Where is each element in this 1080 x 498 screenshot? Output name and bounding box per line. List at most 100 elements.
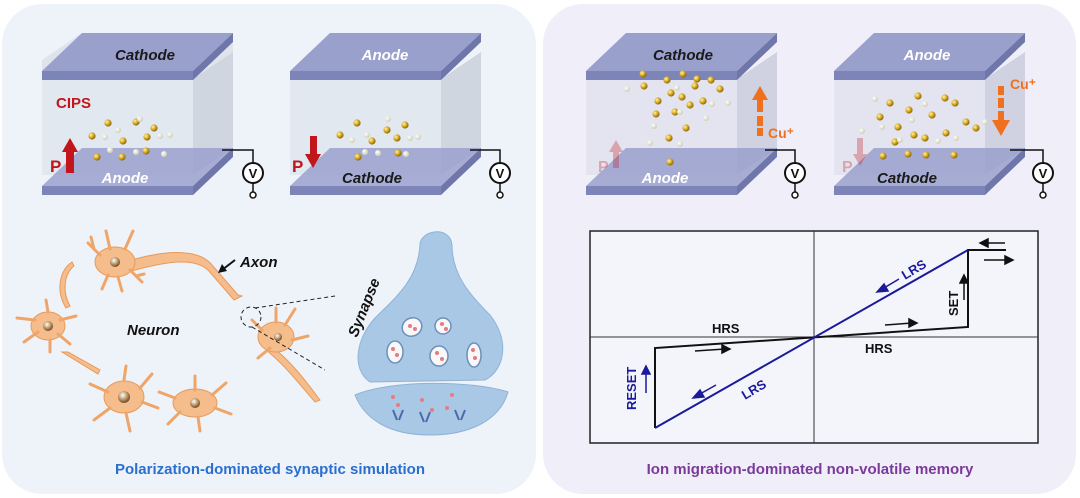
ion-particle (104, 119, 112, 127)
label-neuron: Neuron (127, 322, 180, 339)
svg-text:V: V (249, 166, 258, 181)
device-left-2 (290, 33, 481, 195)
ion-particle (364, 132, 370, 138)
label-hrs-left: HRS (712, 321, 740, 336)
ion-particle (119, 137, 127, 145)
label-hrs-right: HRS (865, 341, 893, 356)
voltmeter-icon: V (222, 149, 264, 199)
ion-particle (665, 134, 673, 142)
ion-up-arrow (752, 86, 768, 136)
ion-particle (876, 113, 884, 121)
ion-particle (362, 149, 368, 155)
ion-particle (336, 131, 344, 139)
ion-particle (654, 97, 662, 105)
top-electrode (42, 33, 233, 71)
ion-particle (859, 128, 865, 134)
label-cu-ion-r2: Cu⁺ (1010, 76, 1036, 92)
label-set: SET (946, 291, 961, 316)
ion-particle (716, 85, 724, 93)
ion-particle (910, 131, 918, 139)
svg-text:V: V (791, 166, 800, 181)
label-cathode-top-r1: Cathode (653, 47, 713, 64)
ion-particle (897, 137, 903, 143)
label-cips: CIPS (56, 95, 91, 112)
ion-particle (401, 121, 409, 129)
ion-particle (972, 124, 980, 132)
label-axon: Axon (239, 254, 278, 271)
ion-particle (393, 134, 401, 142)
ion-particle (88, 132, 96, 140)
ion-particle (693, 75, 701, 83)
neuron-network (15, 229, 321, 433)
ion-particle (725, 100, 731, 106)
ion-particle (905, 106, 913, 114)
ion-particle (133, 149, 139, 155)
label-cathode-top-l1: Cathode (115, 47, 175, 64)
ion-particle (709, 101, 715, 107)
ion-particle (922, 151, 930, 159)
ion-particle (354, 153, 362, 161)
ion-particle (904, 150, 912, 158)
label-anode-top-r2: Anode (903, 47, 951, 64)
synapse-zoom-lines (240, 295, 336, 371)
svg-text:P: P (842, 159, 853, 176)
device-left-1 (42, 33, 233, 195)
ion-particle (703, 115, 709, 121)
label-anode-bottom-l1: Anode (101, 170, 149, 187)
ion-particle (909, 117, 915, 123)
ion-particle (935, 138, 941, 144)
ion-particle (677, 141, 683, 147)
voltmeter-icon: V (470, 149, 511, 199)
ion-particle (928, 111, 936, 119)
label-p-l1: P (50, 157, 61, 176)
voltmeter-icon: V (765, 149, 806, 199)
ion-particle (707, 76, 715, 84)
right-panel-caption: Ion migration-dominated non-volatile mem… (646, 461, 974, 478)
ion-particle (663, 76, 671, 84)
ion-particle (982, 119, 988, 125)
polarization-down-arrow (305, 136, 321, 168)
ion-particle (953, 135, 959, 141)
label-cu-ion-r1: Cu⁺ (768, 125, 794, 141)
svg-text:V: V (1039, 166, 1048, 181)
ion-particle (161, 151, 167, 157)
ion-particle (679, 70, 687, 78)
ion-particle (137, 116, 143, 122)
ion-particle (394, 149, 402, 157)
polarization-up-arrow (62, 138, 78, 173)
ion-particle (962, 118, 970, 126)
label-cathode-bottom-r2: Cathode (877, 170, 937, 187)
ion-particle (403, 151, 409, 157)
ion-particle (639, 70, 647, 78)
ion-particle (674, 85, 680, 91)
faded-polarization-up-arrow: P (598, 140, 623, 176)
ion-particle (107, 147, 113, 153)
iv-curve-plot: HRS HRS LRS LRS SET RESET (589, 230, 1039, 444)
hrs-curve (654, 249, 1006, 428)
label-anode-bottom-r1: Anode (641, 170, 689, 187)
voltmeter-icon: V (1010, 149, 1054, 199)
label-reset: RESET (624, 367, 639, 410)
ion-particle (640, 82, 648, 90)
ion-particle (941, 94, 949, 102)
ion-particle (349, 137, 355, 143)
ion-particle (143, 133, 151, 141)
ion-particle (894, 123, 902, 131)
ion-particle (671, 108, 679, 116)
ion-particle (886, 99, 894, 107)
ion-particle (686, 101, 694, 109)
ion-particle (115, 127, 121, 133)
ion-particle (879, 124, 885, 130)
ion-particle (652, 110, 660, 118)
synapse-illustration (354, 231, 509, 436)
ion-particle (118, 153, 126, 161)
ion-particle (353, 119, 361, 127)
ion-particle (879, 152, 887, 160)
ion-particle (921, 134, 929, 142)
ion-particle (666, 158, 674, 166)
faded-polarization-down-arrow: P (842, 138, 867, 176)
axon-pointer-arrow (218, 259, 236, 273)
ion-particle (407, 135, 413, 141)
ion-particle (872, 96, 878, 102)
ion-particle (157, 133, 163, 139)
